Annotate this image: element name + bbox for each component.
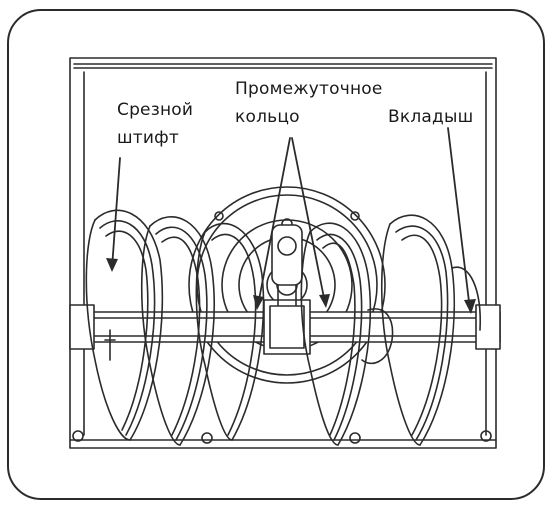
spacer-ring-label: Промежуточное кольцо xyxy=(232,79,386,127)
shear-pin-arrow xyxy=(106,258,118,272)
bushing-label: Вкладыш xyxy=(385,107,477,127)
shear-pin-callout xyxy=(111,157,121,269)
right-auger-flights xyxy=(300,214,481,446)
shear-pin-label: Срезной штифт xyxy=(114,100,197,148)
bushing-arrow xyxy=(464,299,476,314)
gearbox xyxy=(271,224,303,306)
spacer-ring-callout-left xyxy=(257,137,291,306)
shear-pin-label-line2: штифт xyxy=(117,128,179,148)
spacer-ring-arrow-right xyxy=(319,294,330,308)
spacer-ring-label-line1: Промежуточное xyxy=(235,79,383,99)
shear-pin-label-line1: Срезной xyxy=(117,100,194,120)
left-auger-flights xyxy=(85,209,265,446)
spacer-ring-label-line2: кольцо xyxy=(235,107,300,127)
bushing-callout xyxy=(447,127,471,311)
housing-feet xyxy=(72,430,492,444)
spacer-ring-callout-right xyxy=(291,137,326,304)
auger-shaft xyxy=(69,299,501,355)
callout-lines xyxy=(111,127,471,311)
bushing-label-text: Вкладыш xyxy=(388,107,474,127)
spacer-ring-arrow-left xyxy=(253,295,264,310)
